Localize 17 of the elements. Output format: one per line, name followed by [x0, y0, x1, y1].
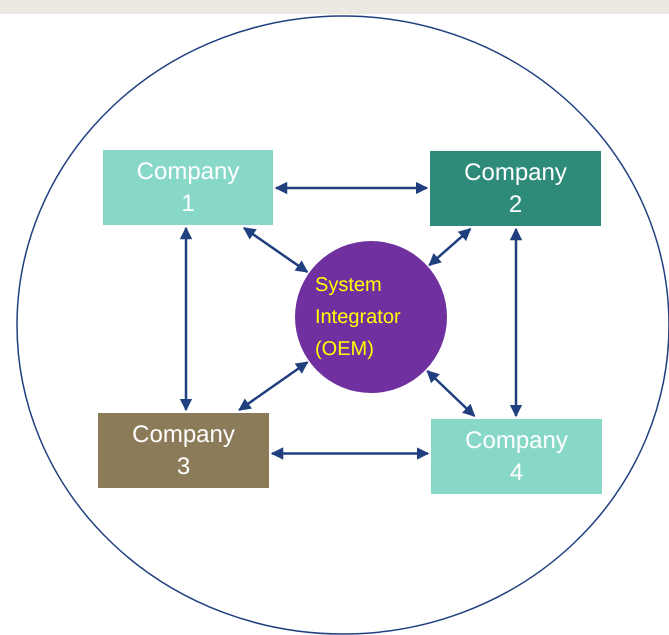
double-arrow [274, 182, 428, 194]
double-arrow [180, 226, 192, 412]
company-box [430, 151, 601, 226]
node-label: Company 4 [464, 426, 569, 488]
double-arrow [510, 228, 522, 418]
node-label: System Integrator (OEM) [315, 273, 402, 362]
node-label: Company 1 [136, 156, 240, 218]
company-box [103, 150, 273, 225]
company-box [98, 413, 269, 488]
node-label: Company 2 [463, 158, 568, 220]
double-arrow [426, 370, 476, 417]
double-arrow [428, 228, 472, 266]
double-arrow [270, 447, 430, 460]
company-box [431, 419, 602, 494]
double-arrow [238, 361, 308, 412]
node-label: Company 3 [131, 420, 236, 482]
double-arrow [242, 226, 308, 273]
